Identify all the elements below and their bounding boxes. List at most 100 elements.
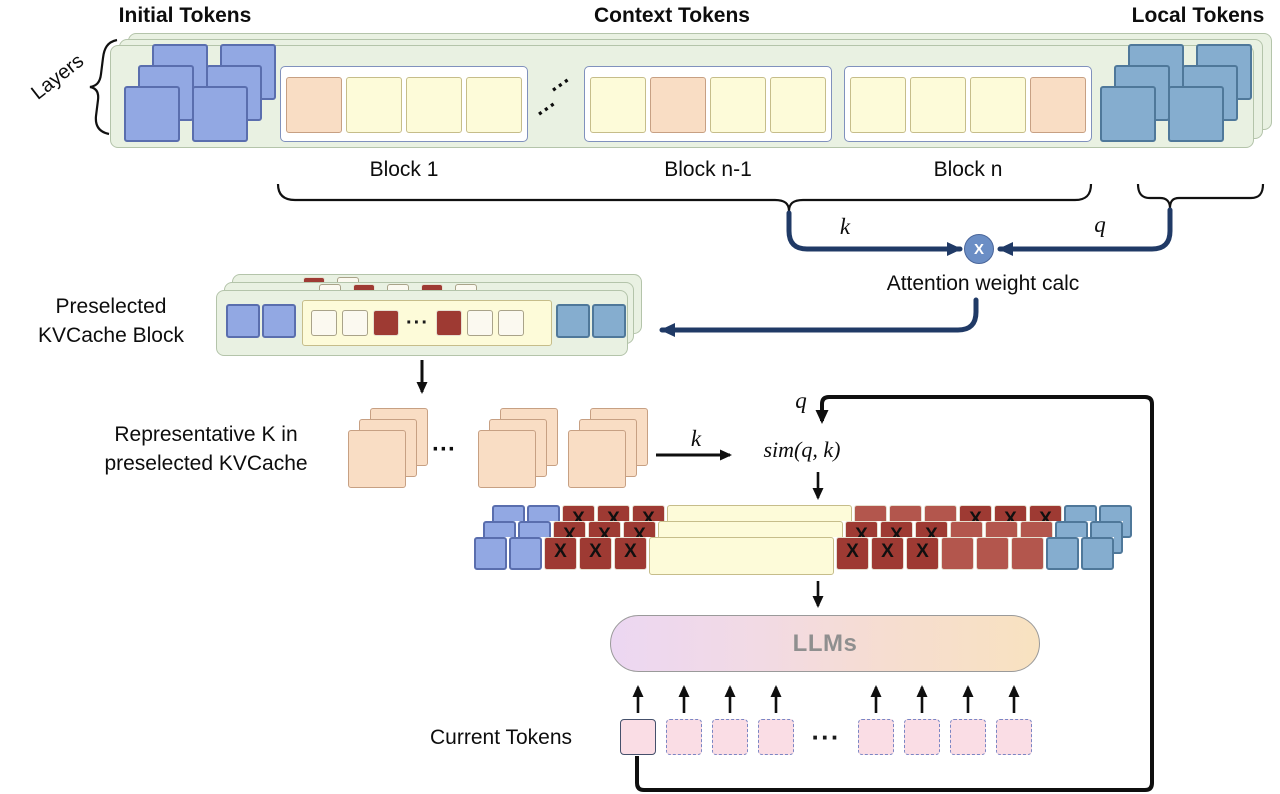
token-orange (348, 430, 406, 488)
k-sim-label: k (690, 426, 702, 451)
layers-label: Layers (27, 49, 89, 105)
token-blue (192, 86, 248, 142)
context-blockn1-card-front (584, 66, 832, 142)
token-red (941, 537, 974, 570)
token-pink (950, 719, 986, 755)
token-white (342, 310, 368, 336)
local-token-stack (1100, 44, 1184, 144)
token-yellow (466, 77, 522, 133)
sim-formula: sim(q, k) (763, 437, 841, 462)
k-to-attention-arrow (786, 210, 963, 256)
preselected-label: Preselected KVCache Block (18, 292, 204, 350)
token-orange (286, 77, 342, 133)
context-tokens-label: Context Tokens (594, 4, 750, 27)
token-darkred-selected: X (614, 537, 647, 570)
context-block1-card-front (280, 66, 528, 142)
initial-tokens-label: Initial Tokens (118, 4, 252, 27)
blockn-label: Block n (933, 158, 1003, 181)
q-to-attention-arrow (997, 207, 1173, 256)
token-red (1011, 537, 1044, 570)
token-blue (226, 304, 260, 338)
block1-label: Block 1 (369, 158, 439, 181)
token-strip (649, 537, 834, 575)
token-darkred-selected: X (871, 537, 904, 570)
token-pink (666, 719, 702, 755)
token-darkred-selected: X (906, 537, 939, 570)
token-steel (1081, 537, 1114, 570)
llm-label: LLMs (792, 629, 858, 657)
preselected-strip-tokens: ··· (311, 310, 524, 336)
token-white (497, 310, 524, 336)
preselected-left-tokens (226, 304, 296, 338)
token-red (976, 537, 1009, 570)
representative-label-line1: Representative K in (114, 423, 298, 446)
token-orange (650, 77, 706, 133)
blockn1-label: Block n-1 (664, 158, 752, 181)
context-blockn-card-front (844, 66, 1092, 142)
block-token-row (585, 67, 831, 133)
preselected-right-tokens (556, 304, 626, 338)
token-yellow (910, 77, 966, 133)
token-darkred (373, 310, 399, 336)
representative-k-stack (478, 408, 558, 488)
ellipsis: ··· (406, 312, 429, 334)
token-orange (1030, 77, 1086, 133)
current-tokens-row: ··· (620, 719, 1032, 755)
current-tokens-label: Current Tokens (430, 726, 573, 749)
token-darkred-selected: X (836, 537, 869, 570)
representative-k-stack (568, 408, 648, 488)
k-label: k (839, 214, 851, 239)
llm-pill: LLMs (610, 615, 1040, 672)
token-orange (478, 430, 536, 488)
token-darkred-selected: X (544, 537, 577, 570)
token-pinkSolid (620, 719, 656, 755)
preselected-label-line2: KVCache Block (38, 324, 184, 347)
q-label: q (1094, 212, 1106, 237)
token-pink (904, 719, 940, 755)
token-pink (858, 719, 894, 755)
current-to-llm-arrows (632, 685, 1020, 713)
token-steel (592, 304, 626, 338)
block-token-row (845, 67, 1091, 133)
representative-k-stack (348, 408, 428, 488)
token-yellow (710, 77, 766, 133)
token-blue (124, 86, 180, 142)
multiply-node: X (964, 234, 994, 264)
block-token-row (281, 67, 527, 133)
token-steel (1100, 86, 1156, 142)
local-token-stack (1168, 44, 1252, 144)
token-white (311, 310, 337, 336)
local-tokens-brace (1136, 183, 1265, 209)
multiply-symbol: X (973, 240, 984, 258)
initial-token-stack (124, 44, 208, 144)
attention-caption: Attention weight calc (886, 272, 1080, 295)
token-darkred (435, 310, 462, 336)
token-yellow (346, 77, 402, 133)
token-orange (568, 430, 626, 488)
token-yellow (770, 77, 826, 133)
token-blue (509, 537, 542, 570)
token-darkred-selected: X (579, 537, 612, 570)
token-pink (758, 719, 794, 755)
representative-label: Representative K in preselected KVCache (88, 420, 324, 478)
preselected-label-line1: Preselected (55, 295, 167, 318)
representative-label-line2: preselected KVCache (104, 452, 308, 475)
token-steel (1046, 537, 1079, 570)
token-yellow (590, 77, 646, 133)
context-blocks-brace (276, 183, 1093, 212)
token-yellow (970, 77, 1026, 133)
q-sim-label: q (795, 388, 807, 413)
token-blue (474, 537, 507, 570)
token-steel (1168, 86, 1224, 142)
attention-to-preselected-arrow (659, 297, 979, 337)
token-yellow (406, 77, 462, 133)
representative-ellipsis: ··· (432, 436, 456, 463)
token-pink (996, 719, 1032, 755)
initial-token-stack (192, 44, 276, 144)
preselected-strip: ··· (302, 300, 552, 346)
token-white (466, 310, 493, 336)
token-pink (712, 719, 748, 755)
token-steel (556, 304, 590, 338)
